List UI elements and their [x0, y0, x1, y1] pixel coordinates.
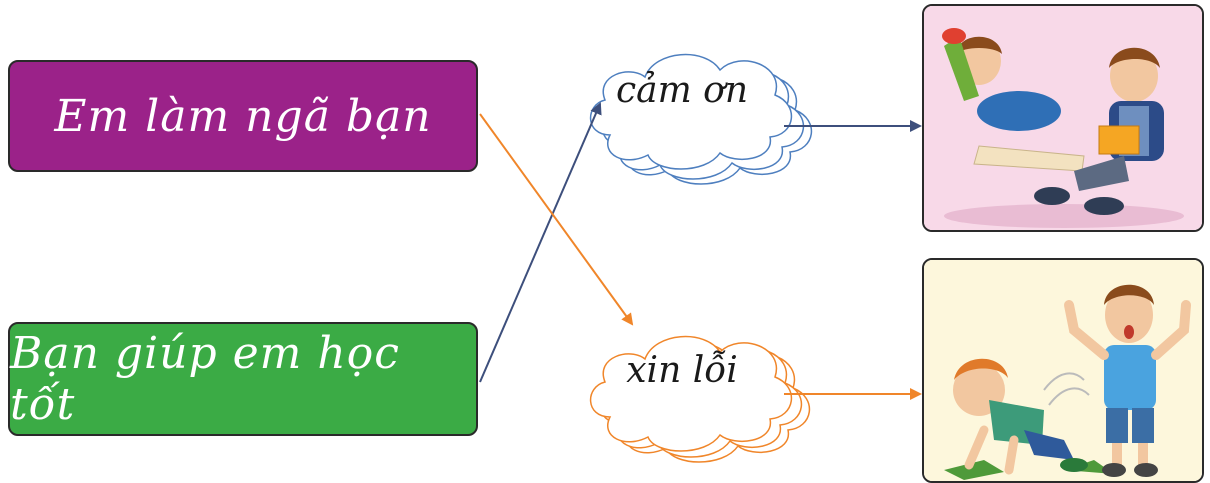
arrow-left-bottom-to-cloud-top	[479, 102, 602, 383]
arrow-left-top-to-cloud-bottom	[479, 113, 634, 326]
phrase-box-em-lam-nga-ban[interactable]: Em làm ngã bạn	[8, 60, 478, 172]
cloud-label-xin-loi[interactable]: xin lỗi	[626, 350, 738, 391]
picture-boys-reading[interactable]	[922, 4, 1204, 232]
boy-pushed-falling-icon	[924, 260, 1202, 481]
phrase-text-top: Em làm ngã bạn	[54, 90, 432, 142]
picture-boy-falling[interactable]	[922, 258, 1204, 483]
phrase-box-ban-giup-em-hoc-tot[interactable]: Bạn giúp em học tốt	[8, 322, 478, 436]
cloud-bottom	[589, 335, 810, 463]
two-boys-reading-icon	[924, 6, 1202, 230]
cloud-top	[589, 53, 812, 185]
phrase-text-bottom: Bạn giúp em học tốt	[10, 328, 400, 430]
cloud-label-cam-on[interactable]: cảm ơn	[615, 70, 749, 111]
